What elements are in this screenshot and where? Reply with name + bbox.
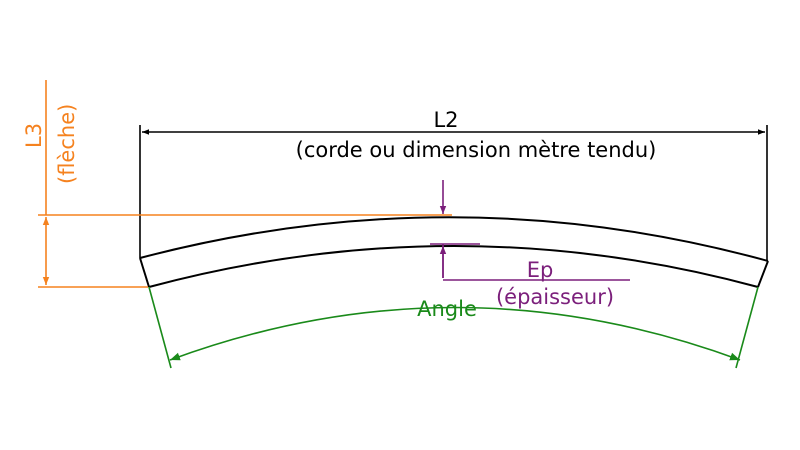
angle-extension-right bbox=[735, 286, 759, 369]
l3-caption: (flèche) bbox=[55, 104, 79, 184]
l2-label: L2 bbox=[433, 108, 458, 132]
l3-dimension bbox=[38, 80, 452, 288]
ep-dimension bbox=[430, 180, 630, 281]
ep-label: Ep bbox=[527, 258, 554, 282]
angle-extension-left bbox=[148, 286, 172, 369]
ep-caption: (épaisseur) bbox=[496, 285, 614, 309]
angle-dimension bbox=[148, 286, 759, 369]
inner-arc bbox=[148, 245, 759, 288]
angle-label: Angle bbox=[417, 297, 477, 321]
outer-arc bbox=[139, 216, 769, 262]
left-end-edge bbox=[139, 257, 150, 288]
angle-arc bbox=[169, 306, 741, 361]
l2-dimension bbox=[139, 125, 768, 261]
l3-label: L3 bbox=[22, 123, 46, 148]
part-outline bbox=[139, 216, 769, 288]
l2-caption: (corde ou dimension mètre tendu) bbox=[296, 138, 657, 162]
right-end-edge bbox=[757, 260, 769, 288]
